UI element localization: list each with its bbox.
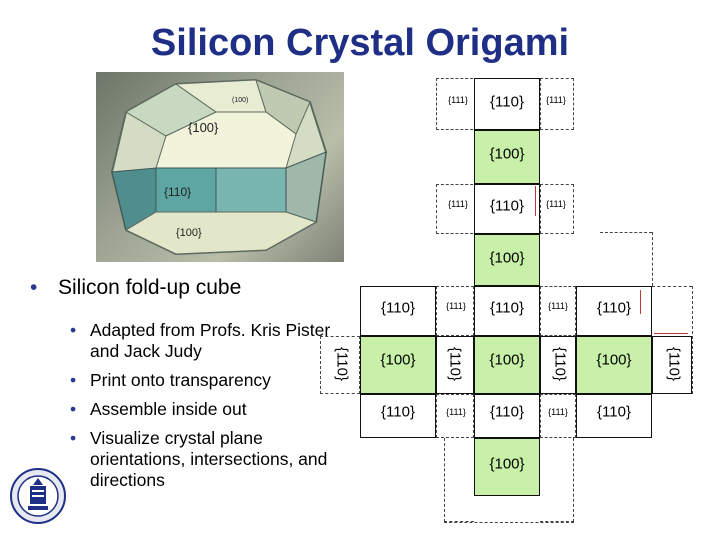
net-label-110-side-b: {110}	[551, 347, 569, 381]
net-label-110-top: {110}	[490, 93, 524, 111]
net-face-110-row3-b	[474, 394, 540, 438]
net-direction-arrow-1	[535, 186, 536, 216]
net-face-110-b	[474, 184, 540, 234]
net-flap-mid-right	[540, 184, 574, 234]
net-label-110-b: {110}	[490, 197, 524, 215]
crystal-model-photo: {100} (100) {100} {110}	[96, 72, 344, 262]
net-flap-mid-left	[436, 184, 478, 234]
net-flap-side-left	[320, 336, 360, 394]
net-label-110-r1c: {110}	[597, 299, 631, 317]
net-flap-row3-b	[540, 394, 576, 438]
net-direction-arrow-3	[654, 333, 688, 334]
photo-label-1: {100}	[188, 120, 219, 135]
net-face-110-side-a	[436, 336, 474, 394]
photo-label-2: (100)	[232, 97, 248, 104]
net-guide-right-upper	[652, 232, 653, 286]
net-label-111-2: {111}	[546, 95, 566, 105]
net-label-111-1: {111}	[448, 95, 468, 105]
net-face-110-row3-c	[576, 394, 652, 438]
net-label-100-a: {100}	[489, 145, 525, 163]
net-direction-arrow-2	[640, 290, 641, 314]
net-label-110-r1a: {110}	[381, 299, 415, 317]
net-guide-right	[692, 286, 693, 394]
net-label-111-6: {111}	[548, 301, 568, 311]
net-flap-bottom-edge	[444, 522, 574, 523]
net-face-110-side-c	[652, 336, 692, 394]
net-flap-top-right	[540, 78, 574, 130]
sub-bullets: Adapted from Profs. Kris Pister and Jack…	[28, 320, 348, 491]
net-label-110-r1b: {110}	[490, 299, 524, 317]
crystal-model-illustration: {100} (100) {100} {110}	[110, 78, 328, 256]
net-label-111-5: {111}	[446, 301, 466, 311]
net-flap-bottom-left	[444, 438, 474, 522]
net-label-110-r3c: {110}	[597, 403, 631, 421]
net-face-110-row1-c	[576, 286, 652, 336]
net-face-110-side-b	[540, 336, 576, 394]
net-face-100-row2-a	[360, 336, 436, 394]
net-face-110-row1-b	[474, 286, 540, 336]
net-flap-top-left	[436, 78, 478, 130]
net-label-110-side-c: {110}	[665, 347, 683, 381]
net-flap-row3-a	[436, 394, 474, 438]
net-label-100-r2b: {100}	[489, 351, 525, 369]
net-guide-right-top	[652, 286, 692, 287]
university-seal-icon	[10, 468, 66, 524]
net-label-100-r2c: {100}	[596, 351, 632, 369]
photo-label-4: {110}	[164, 185, 191, 199]
net-label-111-8: {111}	[548, 407, 568, 417]
net-label-110-r3a: {110}	[381, 403, 415, 421]
net-guide-right-upper-top	[600, 232, 652, 233]
net-label-100-r2a: {100}	[380, 351, 416, 369]
net-face-110-row1-a	[360, 286, 436, 336]
net-face-top-110	[474, 78, 540, 130]
net-label-111-3: {111}	[448, 199, 468, 209]
net-flap-row1-a	[436, 286, 474, 336]
bullet-list: Silicon fold-up cube Adapted from Profs.…	[28, 276, 348, 499]
net-label-110-side-left: {110}	[333, 347, 351, 381]
net-label-110-side-a: {110}	[446, 347, 464, 381]
sub-bullet-4: Visualize crystal plane orientations, in…	[28, 428, 348, 491]
net-label-111-4: {111}	[546, 199, 566, 209]
sub-bullet-2: Print onto transparency	[28, 370, 348, 391]
net-flap-bottom-right	[540, 438, 574, 522]
net-face-100-a	[474, 130, 540, 184]
net-label-110-r3b: {110}	[490, 403, 524, 421]
net-face-100-row2-c	[576, 336, 652, 394]
sub-bullet-1: Adapted from Profs. Kris Pister and Jack…	[28, 320, 348, 362]
net-label-100-b: {100}	[489, 249, 525, 267]
bullet-main: Silicon fold-up cube	[28, 276, 348, 300]
net-label-111-7: {111}	[446, 407, 466, 417]
photo-label-3: {100}	[176, 227, 202, 239]
net-face-110-row3-a	[360, 394, 436, 438]
net-label-100-bottom: {100}	[489, 455, 525, 473]
net-face-100-b	[474, 234, 540, 286]
net-face-100-bottom	[474, 438, 540, 496]
net-flap-row1-b	[540, 286, 576, 336]
slide-title: Silicon Crystal Origami	[150, 22, 570, 64]
sub-bullet-3: Assemble inside out	[28, 399, 348, 420]
net-face-100-row2-b	[474, 336, 540, 394]
